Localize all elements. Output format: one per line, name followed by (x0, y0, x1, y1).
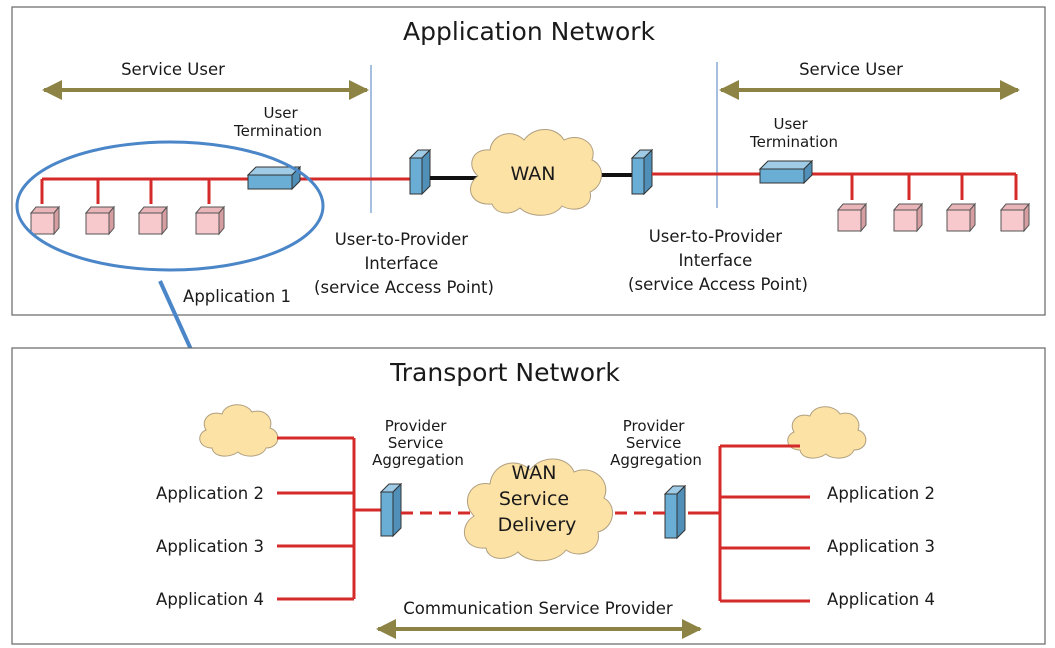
left-aggregation-device-icon (379, 482, 403, 538)
right-interface-label: User-to-Provider Interface (service Acce… (628, 227, 808, 294)
right-lan-bus (652, 172, 1018, 200)
transport-network-title: Transport Network (389, 358, 620, 387)
host-icon (999, 202, 1031, 233)
host-icon (137, 205, 169, 236)
left-user-termination-icon (246, 165, 302, 191)
left-user-termination-label: User Termination (233, 104, 322, 140)
wan-cloud-label: WAN (511, 163, 556, 185)
left-application-4-label: Application 4 (156, 590, 264, 609)
wan-service-delivery-label: WAN Service Delivery (498, 462, 577, 536)
right-application-2-label: Application 2 (827, 484, 935, 503)
left-aggregation-links (277, 436, 382, 601)
host-icon (194, 205, 226, 236)
host-icon (892, 202, 924, 233)
left-service-user-label: Service User (121, 60, 225, 79)
csp-label: Communication Service Provider (403, 599, 673, 618)
right-host-group (836, 202, 1031, 233)
right-interface-device-icon (630, 148, 654, 196)
right-user-termination-label: User Termination (749, 115, 838, 151)
right-application-3-label: Application 3 (827, 537, 935, 556)
host-icon (29, 205, 61, 236)
left-interface-label: User-to-Provider Interface (service Acce… (314, 230, 494, 297)
right-service-user-label: Service User (799, 60, 903, 79)
left-small-cloud-icon (199, 404, 279, 457)
application-1-label: Application 1 (183, 287, 291, 306)
right-small-cloud-icon (787, 406, 867, 459)
left-interface-device-icon (408, 148, 432, 196)
left-lan-bus (40, 177, 410, 204)
right-user-termination-icon (758, 159, 814, 185)
left-application-2-label: Application 2 (156, 484, 264, 503)
host-icon (945, 202, 977, 233)
right-aggregation-device-icon (663, 484, 687, 540)
wan-service-delivery-cloud-icon: WAN Service Delivery (464, 458, 613, 562)
right-application-4-label: Application 4 (827, 590, 935, 609)
application-1-ellipse (15, 140, 325, 272)
right-aggregation-links (688, 444, 810, 603)
right-aggregation-label: Provider Service Aggregation (610, 417, 702, 469)
left-host-group (29, 205, 226, 236)
left-aggregation-label: Provider Service Aggregation (372, 417, 464, 469)
host-icon (84, 205, 116, 236)
application-network-title: Application Network (403, 17, 656, 46)
left-application-3-label: Application 3 (156, 537, 264, 556)
wan-cloud-icon: WAN (469, 129, 602, 216)
host-icon (836, 202, 868, 233)
